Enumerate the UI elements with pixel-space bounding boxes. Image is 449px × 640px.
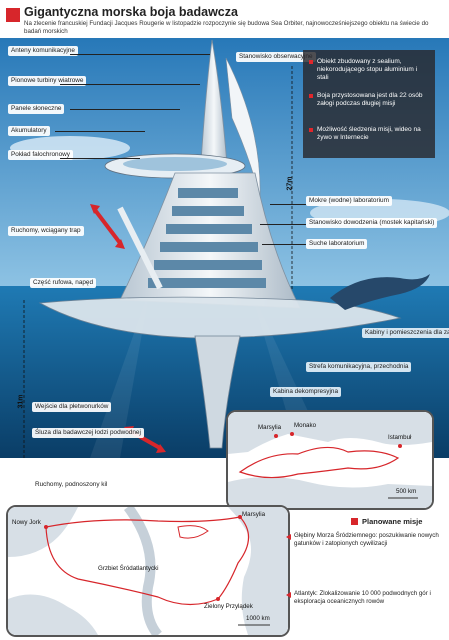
callout-wejscie: Wejście dla płetwonurków — [32, 402, 112, 412]
callout-suche: Suche laboratorium — [306, 239, 368, 249]
leader-akumulatory — [55, 131, 145, 132]
callout-anteny: Anteny komunikacyjne — [8, 46, 78, 56]
info-text: Boja przystosowana jest dla 22 osób zało… — [317, 92, 423, 107]
callout-rufowa: Część rufowa, napęd — [30, 278, 97, 288]
callout-dekompresja: Kabina dekompresyjna — [270, 387, 342, 397]
callout-sluza: Śluza dla badawczej łodzi podwodnej — [32, 428, 144, 438]
bullet-marker — [309, 60, 313, 64]
city-istambul: Istambuł — [388, 434, 412, 441]
page-subtitle: Na zlecenie francuskiej Fundacji Jacques… — [24, 20, 429, 35]
ridge-label: Grzbiet Śródatlantycki — [98, 565, 159, 572]
city-zielony-przyladek: Zielony Przylądek — [204, 603, 253, 610]
map-med-scale: 500 km — [396, 488, 417, 495]
callout-mokre: Mokre (wodne) laboratorium — [306, 196, 392, 206]
callout-strefa: Strefa komunikacyjna, przechodnia — [306, 362, 412, 372]
info-item: Obiekt zbudowany z sealium, niekorodując… — [309, 58, 429, 82]
map-atl-drawing — [8, 507, 288, 635]
info-text: Możliwość śledzenia misji, wideo na żywo… — [317, 126, 421, 141]
triangle-icon — [286, 534, 291, 540]
callout-akumulatory: Akumulatory — [8, 126, 50, 136]
bullet-marker — [309, 128, 313, 132]
city-marsylia: Marsylia — [258, 424, 282, 431]
info-item: Boja przystosowana jest dla 22 osób zało… — [309, 92, 429, 108]
bullet-marker — [309, 94, 313, 98]
title-marker — [6, 8, 20, 22]
info-panel: Obiekt zbudowany z sealium, niekorodując… — [303, 50, 435, 158]
legend-marker — [351, 518, 358, 525]
city-monako: Monako — [294, 422, 317, 429]
callout-kabiny: Kabiny i pomieszczenia dla załogi — [362, 328, 449, 338]
info-text: Obiekt zbudowany z sealium, niekorodując… — [317, 58, 418, 81]
callout-stanowisko: Stanowisko obserwacyjne — [236, 52, 316, 62]
map-mediterranean: Marsylia Monako Istambuł 500 km — [226, 410, 434, 510]
leader-dowodzenia — [260, 224, 306, 225]
map-atlantic: Nowy Jork Marsylia Grzbiet Śródatlantyck… — [6, 505, 290, 637]
legend-title: Planowane misje — [362, 517, 423, 526]
legend-item-mediterranean: Głębiny Morza Śródziemnego: poszukiwanie… — [286, 532, 444, 548]
map-med-drawing — [228, 412, 432, 508]
callout-dowodzenia: Stanowisko dowodzenia (mostek kapitański… — [306, 218, 438, 228]
callout-trap: Ruchomy, wciągany trap — [8, 226, 84, 236]
callout-kil: Ruchomy, podnoszony kil — [32, 480, 111, 490]
map-atl-scale: 1000 km — [246, 615, 270, 622]
triangle-icon — [286, 592, 291, 598]
callout-turbiny: Pionowe turbiny wiatrowe — [8, 76, 87, 86]
legend-text: Atlantyk: Zlokalizowanie 10 000 podwodny… — [294, 590, 431, 605]
leader-panele — [70, 109, 180, 110]
callout-panele: Panele słoneczne — [8, 104, 65, 114]
callout-poklad: Pokład falochronowy — [8, 150, 73, 160]
height-above-label: 27m — [286, 176, 294, 191]
leader-turbiny — [60, 84, 200, 85]
leader-suche — [262, 244, 306, 245]
page-title: Gigantyczna morska boja badawcza — [24, 5, 238, 19]
city-marsylia-atl: Marsylia — [242, 511, 266, 518]
depth-below-label: 31m — [17, 394, 25, 409]
leader-anteny — [70, 54, 210, 55]
legend-item-atlantic: Atlantyk: Zlokalizowanie 10 000 podwodny… — [286, 590, 444, 606]
info-item: Możliwość śledzenia misji, wideo na żywo… — [309, 126, 429, 142]
leader-poklad — [60, 158, 140, 159]
leader-mokre — [270, 204, 306, 205]
legend-text: Głębiny Morza Śródziemnego: poszukiwanie… — [294, 532, 439, 547]
city-nowy-jork: Nowy Jork — [12, 519, 41, 526]
